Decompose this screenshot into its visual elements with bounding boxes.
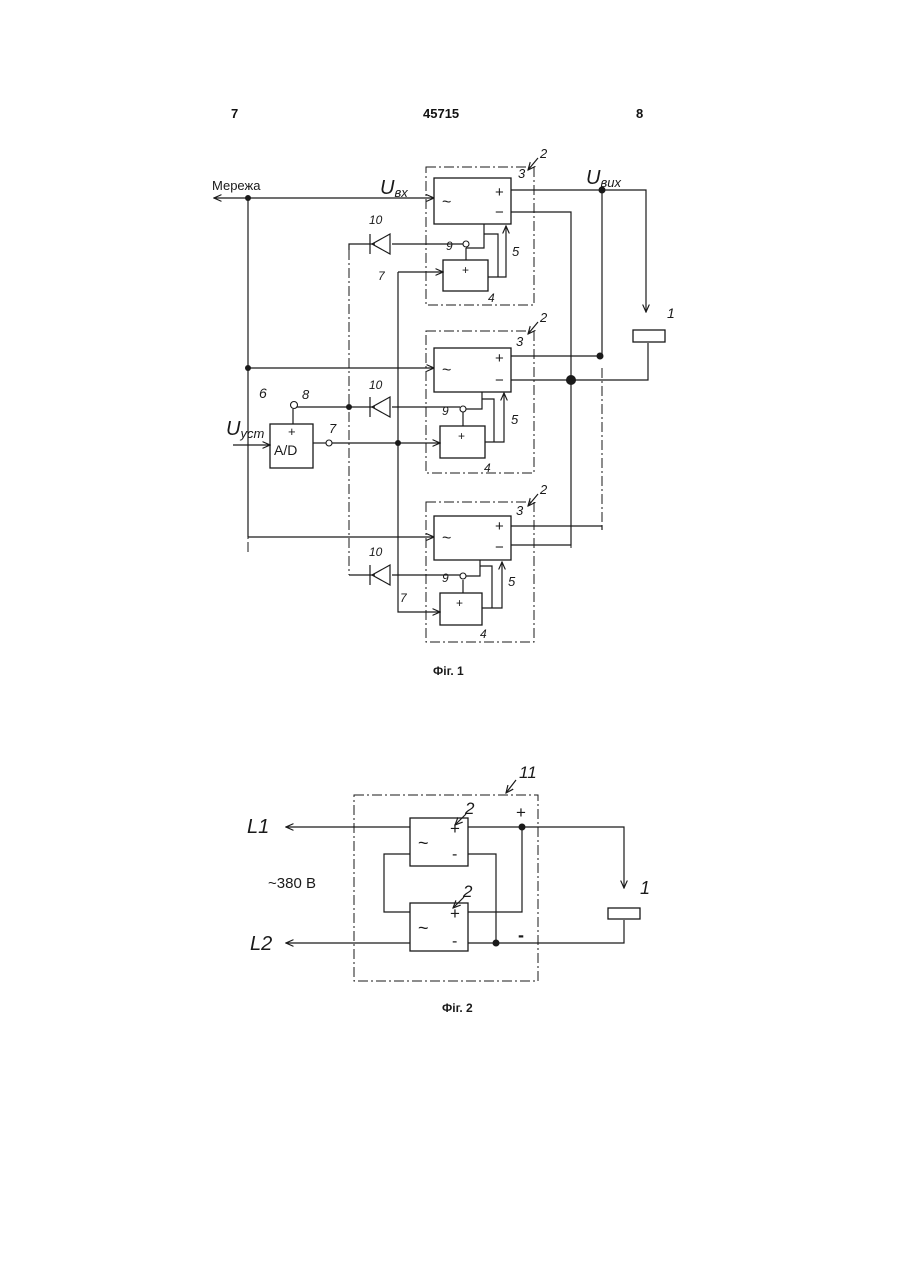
load-element bbox=[608, 908, 640, 919]
ref-4: 4 bbox=[480, 627, 487, 641]
diode-10-middle bbox=[370, 397, 390, 417]
l2-label: L2 bbox=[250, 933, 272, 955]
terminal-9-top bbox=[463, 241, 469, 247]
plus-sign: + bbox=[495, 518, 504, 535]
output-line bbox=[511, 190, 646, 312]
ref-4: 4 bbox=[484, 461, 491, 475]
ref-3: 3 bbox=[518, 166, 526, 181]
plus-sign: + bbox=[456, 596, 463, 610]
ref-8: 8 bbox=[302, 387, 310, 402]
ac-symbol: ~ bbox=[418, 918, 429, 938]
network-label: Мережа bbox=[212, 178, 261, 193]
ref-7: 7 bbox=[378, 269, 386, 283]
negative-output-line bbox=[468, 920, 624, 943]
plus-sign: + bbox=[495, 350, 504, 367]
terminal-9-middle bbox=[460, 406, 466, 412]
ref-10: 10 bbox=[369, 378, 383, 392]
ref-7: 7 bbox=[329, 421, 337, 436]
minus-sign: - bbox=[452, 846, 457, 863]
ref-1: 1 bbox=[667, 305, 675, 321]
ac-symbol: ~ bbox=[442, 194, 451, 211]
plus-sign: + bbox=[458, 429, 465, 443]
ref-10: 10 bbox=[369, 213, 383, 227]
ref-4: 4 bbox=[488, 291, 495, 305]
ref-1: 1 bbox=[640, 878, 650, 898]
positive-output-line bbox=[468, 827, 624, 888]
ac-symbol: ~ bbox=[418, 833, 429, 853]
bottom-positive-out bbox=[511, 526, 602, 530]
leader-2 bbox=[528, 494, 538, 506]
series-link bbox=[384, 854, 410, 912]
plus-sign: + bbox=[495, 184, 504, 201]
ref-2: 2 bbox=[539, 310, 548, 325]
ac-symbol: ~ bbox=[442, 530, 451, 547]
minus-sign: - bbox=[452, 933, 457, 950]
terminal-9-bottom bbox=[460, 573, 466, 579]
junction-dot bbox=[346, 404, 352, 410]
u-set-label: Uуст bbox=[226, 418, 264, 441]
ref-5: 5 bbox=[512, 244, 520, 259]
plus-sign: + bbox=[450, 904, 460, 923]
minus-sign: − bbox=[495, 539, 504, 556]
fig1-caption: Фіг. 1 bbox=[433, 664, 464, 678]
figure-2: L1 L2 ~380 В ~ ~ + - + - + - 11 2 2 1 Фі… bbox=[247, 763, 650, 1015]
figure-1: Мережа Uвх Uвих Uуст A/D + ~ ~ ~ + − + −… bbox=[212, 146, 675, 678]
positive-tie bbox=[468, 827, 522, 912]
voltage-label: ~380 В bbox=[268, 875, 316, 892]
minus-sign: - bbox=[518, 925, 524, 945]
ref-9: 9 bbox=[442, 404, 449, 418]
plus-sign: + bbox=[516, 803, 526, 822]
ref-10: 10 bbox=[369, 545, 383, 559]
negative-to-load bbox=[511, 343, 648, 380]
ac-symbol: ~ bbox=[442, 362, 451, 379]
adc-label: A/D bbox=[274, 442, 297, 458]
leader-11 bbox=[506, 780, 516, 793]
ref-5: 5 bbox=[508, 574, 516, 589]
u-out-label: Uвих bbox=[586, 167, 621, 190]
ref-5: 5 bbox=[511, 412, 519, 427]
ref-7: 7 bbox=[400, 591, 408, 605]
terminal-7 bbox=[326, 440, 332, 446]
leader-2 bbox=[528, 322, 538, 334]
diode-10-bottom bbox=[370, 565, 390, 585]
leader-2 bbox=[528, 158, 538, 170]
diode-10-top bbox=[370, 234, 390, 254]
control-7-vertical bbox=[398, 272, 440, 612]
junction-dot bbox=[493, 940, 500, 947]
plus-sign: + bbox=[462, 263, 469, 277]
ref-2: 2 bbox=[539, 482, 548, 497]
ref-6: 6 bbox=[259, 385, 267, 401]
minus-sign: − bbox=[495, 204, 504, 221]
minus-sign: − bbox=[495, 372, 504, 389]
ref-9: 9 bbox=[442, 571, 449, 585]
ref-9: 9 bbox=[446, 239, 453, 253]
fig2-caption: Фіг. 2 bbox=[442, 1001, 473, 1015]
ref-2: 2 bbox=[539, 146, 548, 161]
ref-3: 3 bbox=[516, 334, 524, 349]
u-in-label: Uвх bbox=[380, 177, 408, 200]
terminal-8 bbox=[291, 402, 298, 409]
adc-plus: + bbox=[288, 424, 296, 439]
load-element bbox=[633, 330, 665, 342]
l1-label: L1 bbox=[247, 816, 269, 838]
ref-11: 11 bbox=[519, 763, 537, 782]
ref-3: 3 bbox=[516, 503, 524, 518]
